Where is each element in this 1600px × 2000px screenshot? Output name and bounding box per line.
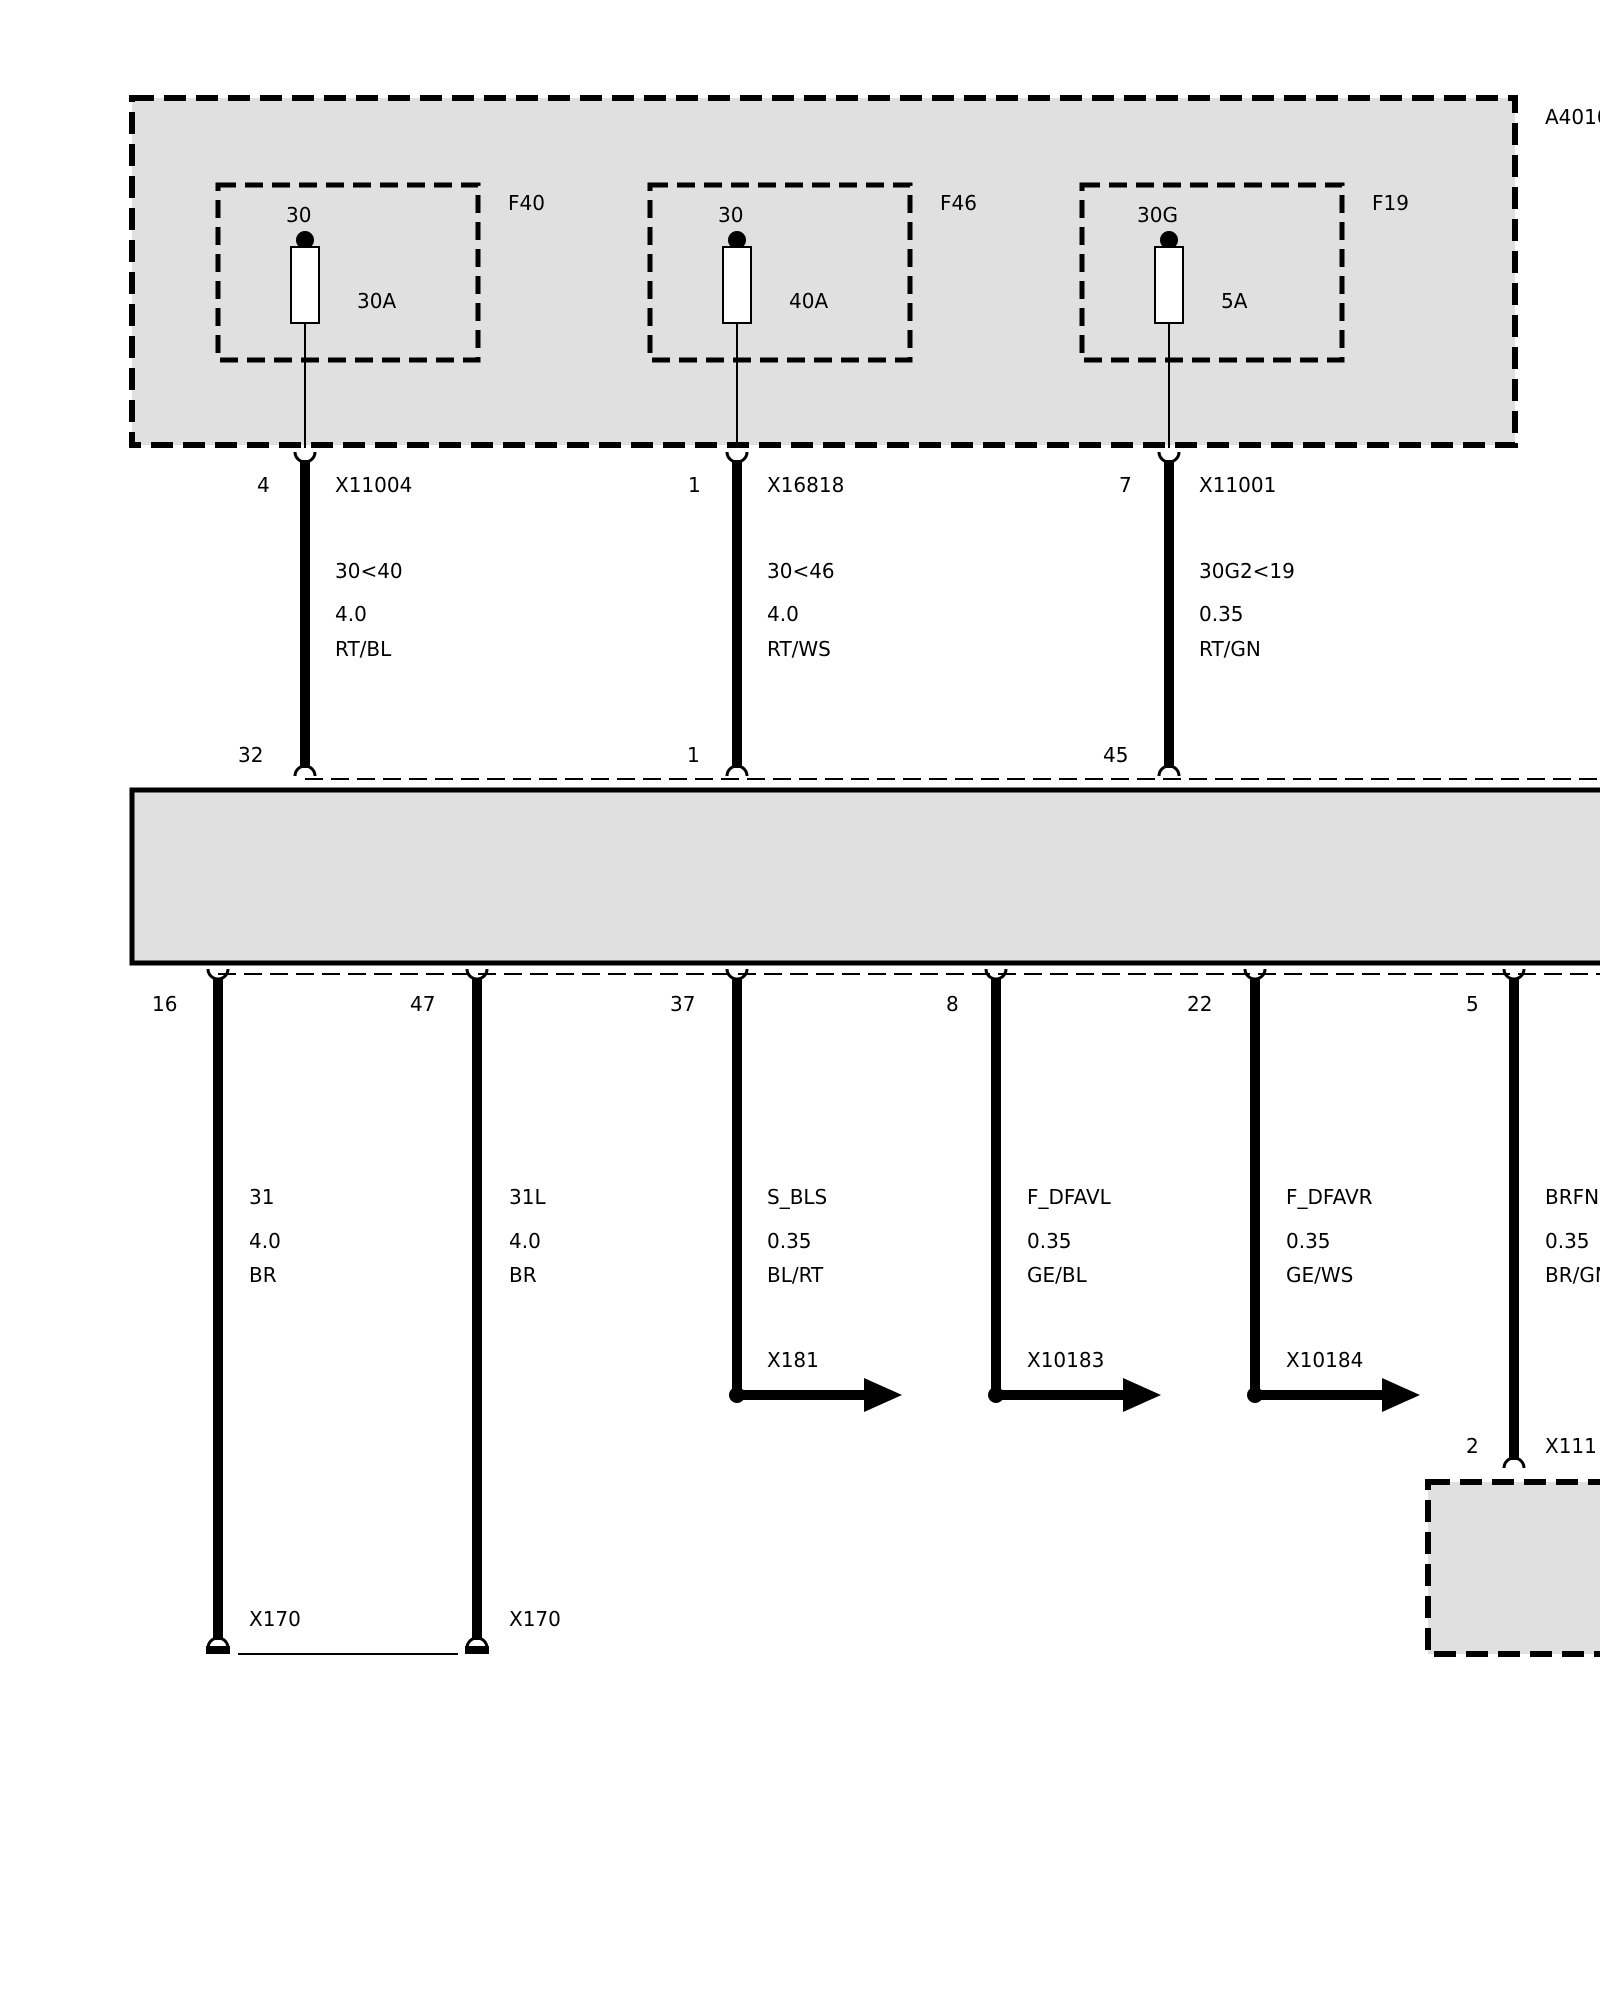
fuse-f46: F46 30 40A (647, 182, 977, 448)
ecu-pin-f46: 1 (687, 743, 700, 767)
fuse-f19-rating: 5A (1221, 289, 1248, 313)
component-box-x111 (1425, 1479, 1600, 1657)
out-color-8: GE/BL (1027, 1263, 1088, 1287)
out-size-8: 0.35 (1027, 1229, 1072, 1253)
output-wire-37: 37 S_BLS 0.35 BL/RT X181 (670, 968, 902, 1412)
out-connector-37: X181 (767, 1348, 819, 1372)
output-wire-16: 16 31 4.0 BR X170 (152, 968, 301, 1654)
out-size-47: 4.0 (509, 1229, 541, 1253)
fuse-module-box (129, 95, 1518, 448)
out-signal-5: BRFN (1545, 1185, 1599, 1209)
output-wire-47: 47 31L 4.0 BR X170 (410, 968, 561, 1654)
arrow-icon-37 (864, 1378, 902, 1412)
out-connector-8: X10183 (1027, 1348, 1104, 1372)
control-unit-box (129, 787, 1600, 966)
out-signal-16: 31 (249, 1185, 274, 1209)
out-size-16: 4.0 (249, 1229, 281, 1253)
supply-wire-f19: 7 X11001 30G2<19 0.35 RT/GN 45 (1103, 451, 1295, 777)
supply-wire-f46: 1 X16818 30<46 4.0 RT/WS 1 (687, 451, 844, 777)
connector-f46: X16818 (767, 473, 844, 497)
out-pin-5: 5 (1466, 992, 1479, 1016)
size-f40: 4.0 (335, 602, 367, 626)
fuse-f40-node (296, 231, 314, 249)
pin-f19: 7 (1119, 473, 1132, 497)
fuse-f19-node (1160, 231, 1178, 249)
fuse-f46-name: F46 (940, 191, 977, 215)
supply-wire-f40: 4 X11004 30<40 4.0 RT/BL 32 (238, 451, 412, 777)
ground-terminal-47 (465, 1646, 489, 1654)
signal-f19: 30G2<19 (1199, 559, 1295, 583)
out-pin-8: 8 (946, 992, 959, 1016)
signal-f40: 30<40 (335, 559, 403, 583)
color-f46: RT/WS (767, 637, 831, 661)
fuse-f40: F40 30 30A (215, 182, 545, 448)
fuse-f40-element (290, 246, 320, 324)
connector-f40: X11004 (335, 473, 412, 497)
out-pin-37: 37 (670, 992, 695, 1016)
output-wire-22: 22 F_DFAVR 0.35 GE/WS X10184 (1187, 968, 1420, 1412)
ecu-pin-f19: 45 (1103, 743, 1128, 767)
out-connector-47: X170 (509, 1607, 561, 1631)
out-color-5: BR/GN (1545, 1263, 1600, 1287)
size-f19: 0.35 (1199, 602, 1244, 626)
fuse-f46-element (722, 246, 752, 324)
fuse-f19-element (1154, 246, 1184, 324)
out-connector-5: X111 (1545, 1434, 1597, 1458)
out-pin-22: 22 (1187, 992, 1212, 1016)
fuse-module-label: A4010 (1545, 105, 1600, 129)
fuse-f46-terminal: 30 (718, 203, 743, 227)
out-color-37: BL/RT (767, 1263, 824, 1287)
output-wire-8: 8 F_DFAVL 0.35 GE/BL X10183 (946, 968, 1161, 1412)
fuse-f40-rating: 30A (357, 289, 396, 313)
fuse-f46-node (728, 231, 746, 249)
signal-f46: 30<46 (767, 559, 835, 583)
out-size-22: 0.35 (1286, 1229, 1331, 1253)
out-color-22: GE/WS (1286, 1263, 1353, 1287)
size-f46: 4.0 (767, 602, 799, 626)
fuse-f40-terminal: 30 (286, 203, 311, 227)
ecu-pin-f40: 32 (238, 743, 263, 767)
color-f19: RT/GN (1199, 637, 1261, 661)
out-color-47: BR (509, 1263, 537, 1287)
out-signal-8: F_DFAVL (1027, 1185, 1112, 1209)
fuse-f19-terminal: 30G (1137, 203, 1178, 227)
out-size-5: 0.35 (1545, 1229, 1590, 1253)
out-connector-pin-5: 2 (1466, 1434, 1479, 1458)
color-f40: RT/BL (335, 637, 392, 661)
out-pin-16: 16 (152, 992, 177, 1016)
arrow-icon-8 (1123, 1378, 1161, 1412)
out-connector-16: X170 (249, 1607, 301, 1631)
pin-f46: 1 (688, 473, 701, 497)
fuse-f19-name: F19 (1372, 191, 1409, 215)
out-signal-22: F_DFAVR (1286, 1185, 1373, 1209)
fuse-f46-rating: 40A (789, 289, 828, 313)
connector-f19: X11001 (1199, 473, 1276, 497)
arrow-icon-22 (1382, 1378, 1420, 1412)
fuse-f40-name: F40 (508, 191, 545, 215)
fuse-f19: F19 30G 5A (1079, 182, 1409, 448)
out-size-37: 0.35 (767, 1229, 812, 1253)
out-connector-22: X10184 (1286, 1348, 1363, 1372)
ground-terminal-16 (206, 1646, 230, 1654)
out-signal-37: S_BLS (767, 1185, 827, 1209)
out-color-16: BR (249, 1263, 277, 1287)
pin-f40: 4 (257, 473, 270, 497)
out-signal-47: 31L (509, 1185, 546, 1209)
out-pin-47: 47 (410, 992, 435, 1016)
output-wire-5: 5 BRFN 0.35 BR/GN 2 X111 (1466, 968, 1600, 1469)
